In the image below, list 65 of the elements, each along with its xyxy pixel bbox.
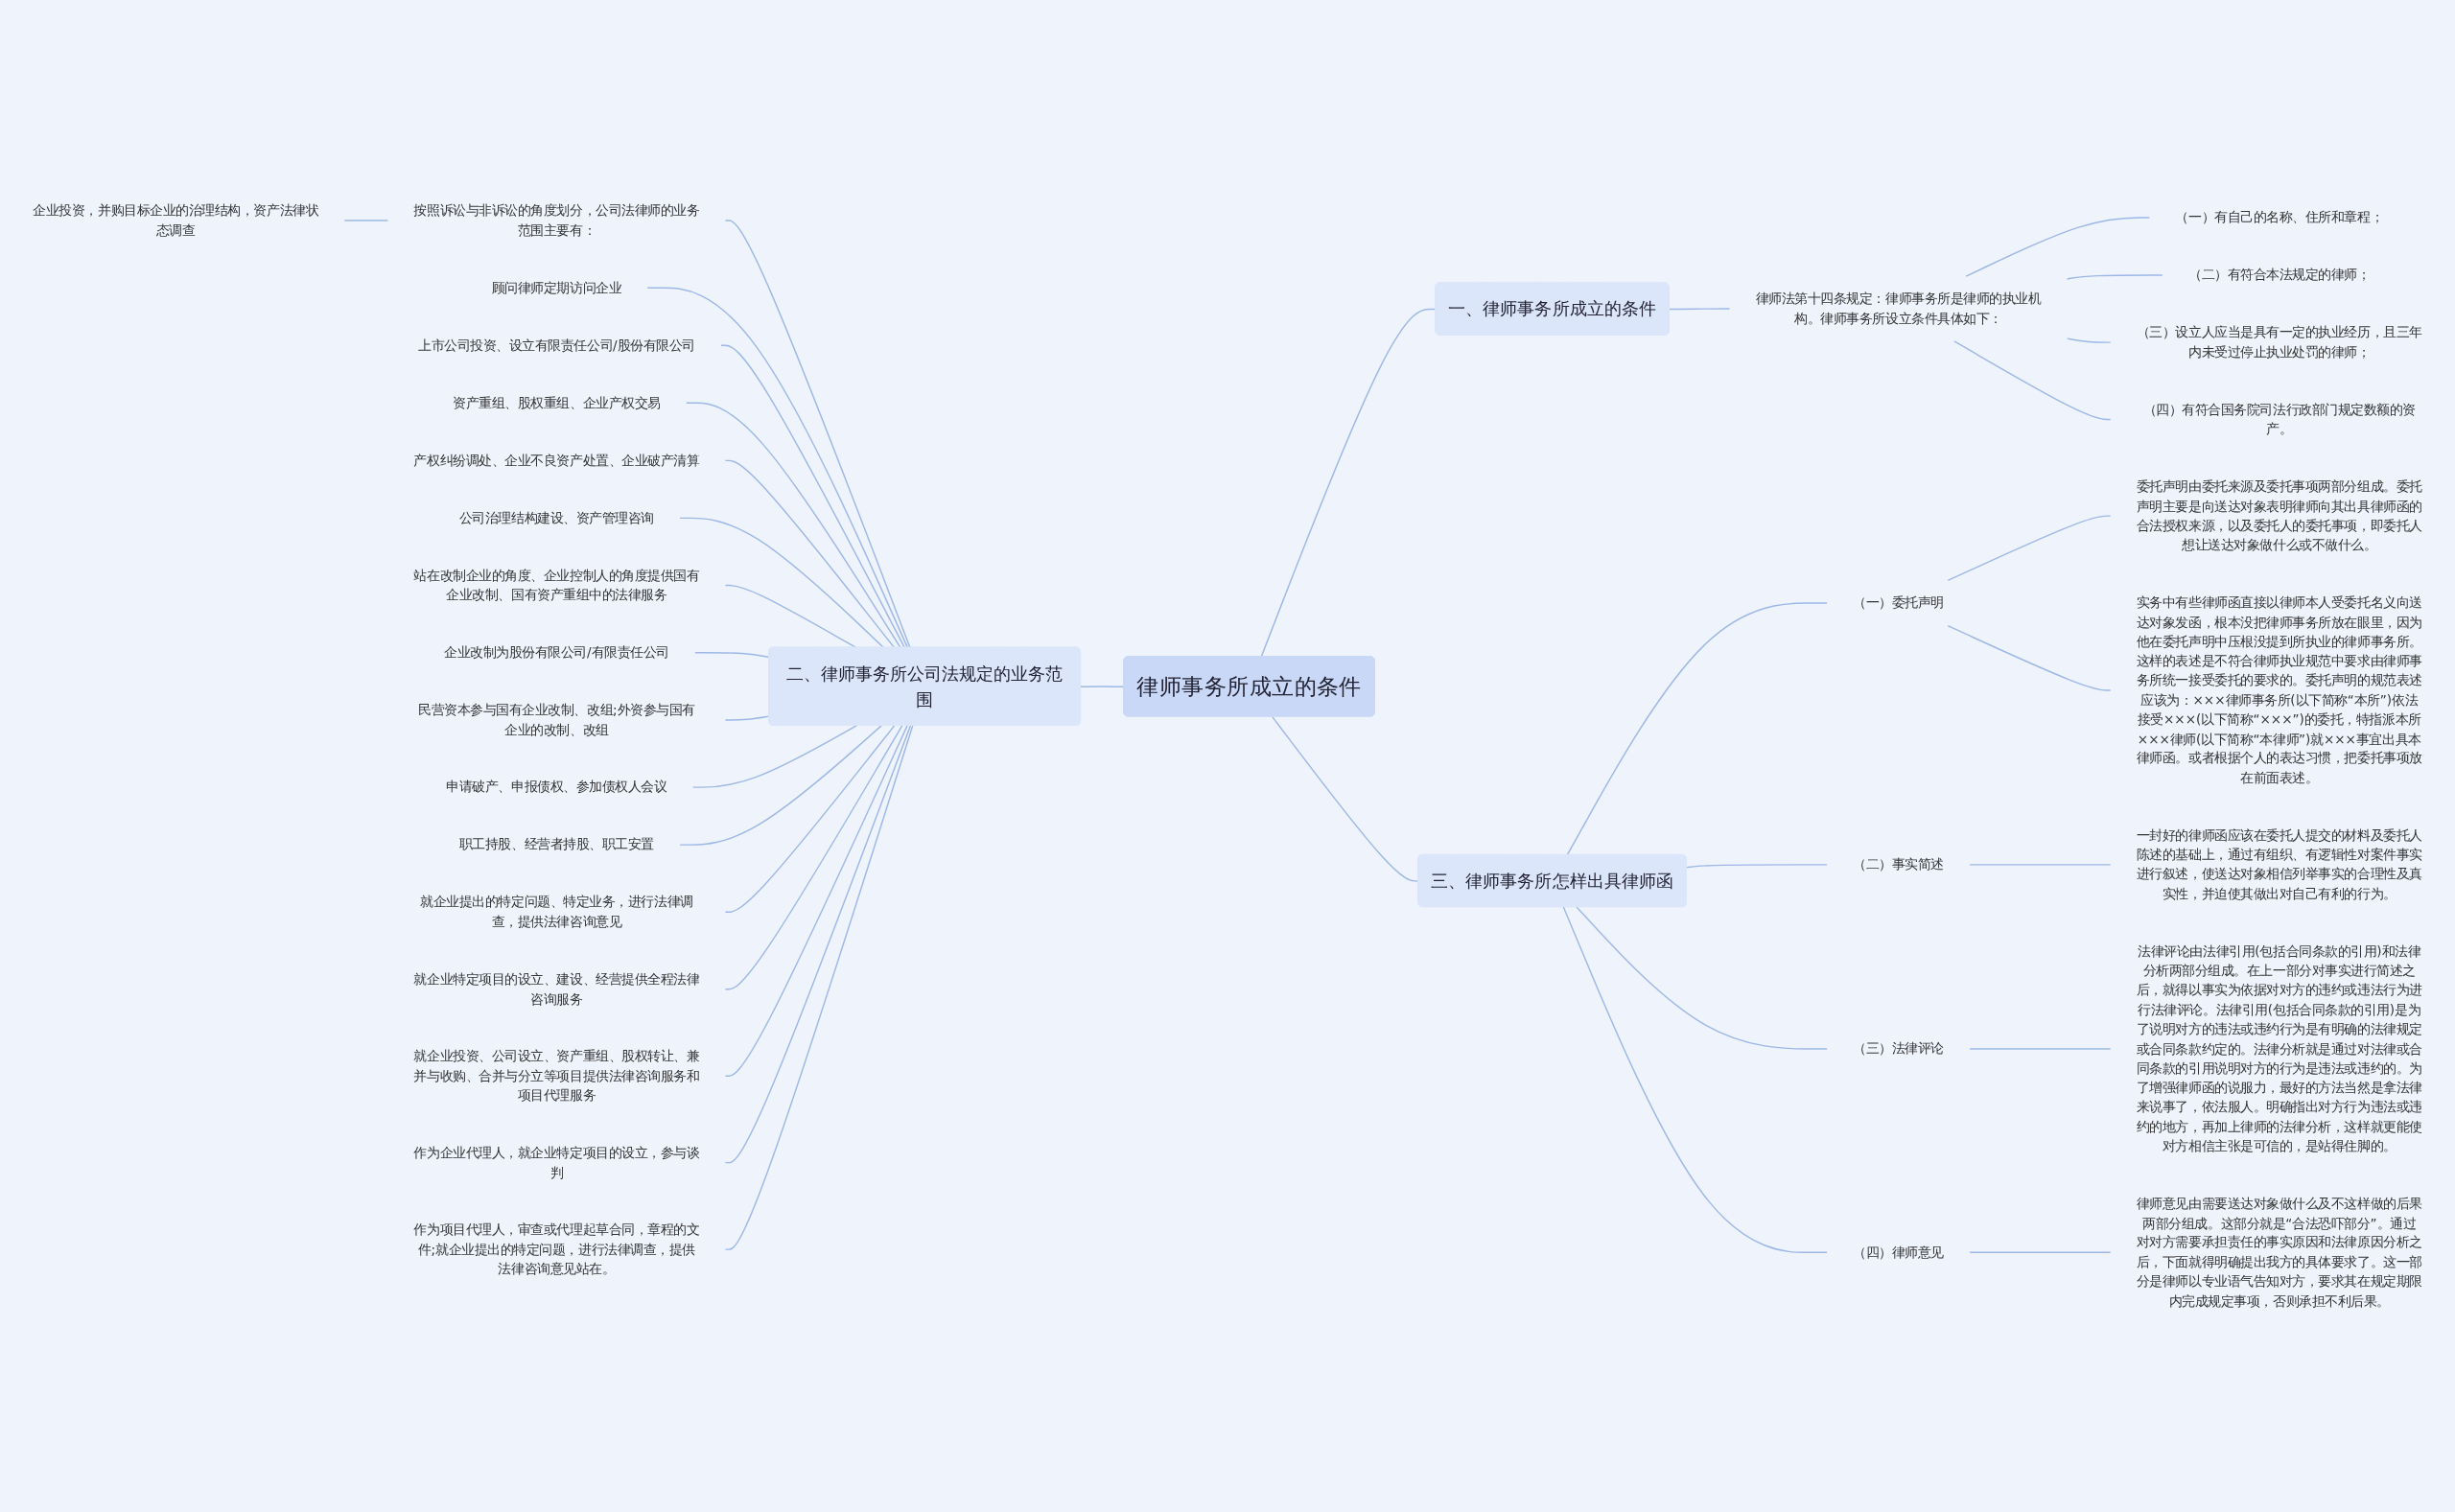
- connector: [686, 402, 901, 649]
- node-text: 委托声明由委托来源及委托事项两部分组成。委托声明主要是向送达对象表明律师向其出具律师函的合法授权来源，以及委托人的委托事项，即委托人想让送达对象做什么或不做什么。: [2136, 478, 2422, 553]
- connector: [1260, 308, 1437, 658]
- connector: [724, 584, 857, 649]
- node-text: 顾问律师定期访问企业: [491, 279, 622, 296]
- node-text: 律师意见由需要送达对象做什么及不这样做的后果两部分组成。这部分就是“合法恐吓部分”。通过对对方需要承担责任的事实原因和法律原因分析之后，下面就得明确提出我方的具体要求了。这一部分是律师以专业语气告知对方，要求其在规定期限内完成规定事项，否则承担不利后果。: [2136, 1196, 2422, 1309]
- node-text: 就企业投资、公司设立、资产重组、股权转让、兼并与收购、合并与分立等项目提供法律咨询服务和项目代理服务: [413, 1048, 700, 1104]
- connector: [1947, 625, 2112, 691]
- connector: [694, 652, 770, 659]
- node-text: （三）设立人应当是具有一定的执业经历，且三年内未受过停止执业处罚的律师；: [2136, 324, 2422, 361]
- connector: [724, 725, 908, 1077]
- connector: [724, 725, 896, 914]
- connector: [691, 725, 857, 788]
- connector: [1562, 906, 1828, 1253]
- node-text: 产权纠纷调处、企业不良资产处置、企业破产清算: [413, 453, 700, 469]
- connector: [1965, 217, 2151, 277]
- connector: [1953, 340, 2112, 421]
- connector: [1271, 715, 1419, 882]
- connector: [679, 725, 882, 846]
- node-text: 实务中有些律师函直接以律师本人受委托名义向送达对象发函，根本没把律师事务所放在眼里，因为他在委托声明中压根没提到所执业的律师事务所。这样的表述是不符合律师执业规范中要求由律师事务所统一接受委托的要求的。委托声明的规范表述应该为：×××律师事务所(以下简称“本所”)依法接受×××(以下简称“×××”)的委托，特指派本所×××律师(以下简称“本律师”)就×××事宜出具本律师函。或者根据个人的表达习惯，把委托事项放在前面表述。: [2136, 594, 2422, 786]
- node-text: 职工持股、经营者持股、职工安置: [458, 836, 654, 853]
- node-text: 就企业特定项目的设立、建设、经营提供全程法律咨询服务: [413, 971, 700, 1007]
- connector: [1969, 864, 2112, 866]
- connector: [724, 459, 896, 649]
- node-text: 按照诉讼与非诉讼的角度划分，公司法律师的业务范围主要有：: [413, 202, 700, 239]
- node-text: 企业改制为股份有限公司/有限责任公司: [444, 644, 669, 661]
- node-text: 上市公司投资、设立有限责任公司/股份有限公司: [417, 337, 695, 354]
- node-text: 民营资本参与国有企业改制、改组;外资参与国有企业的改制、改组: [417, 702, 695, 737]
- connector: [724, 725, 914, 1250]
- connector: [720, 344, 906, 649]
- node-text: 站在改制企业的角度、企业控制人的角度提供国有企业改制、国有资产重组中的法律服务: [413, 568, 700, 603]
- node-text: （三）法律评论: [1853, 1040, 1944, 1057]
- node-text: （一）有自己的名称、住所和章程；: [2175, 209, 2384, 225]
- connector: [724, 715, 770, 721]
- connector: [1080, 686, 1125, 687]
- node-text: 作为企业代理人，就企业特定项目的设立，参与谈判: [413, 1145, 700, 1180]
- connector: [1669, 308, 1731, 311]
- node-text: 法律评论由法律引用(包括合同条款的引用)和法律分析两部分组成。在上一部分对事实进行简述之后，就得以事实为依据对对方的违约或违法行为进行法律评论。法律引用(包括合同条款的引用)是为了说明对方的违法或违约行为是有明确的法律规定或合同条款约定的。法律分析就是通过对法律或合同条款的引用说明对方的行为是违法或违约的。为了增强律师函的说服力，最好的方法当然是拿法律来说事了，依法服人。明确指出对方行为违法或违约的地方，再加上律师的法律分析，这样就更能使对方相信主张是可信的，是站得住脚的。: [2136, 943, 2422, 1154]
- connector: [1969, 1048, 2112, 1050]
- node-text: 企业投资，并购目标企业的治理结构，资产法律状态调查: [33, 202, 319, 239]
- connector: [724, 220, 911, 649]
- node-text: 律师法第十四条规定：律师事务所是律师的执业机构。律师事务所设立条件具体如下：: [1755, 291, 2042, 327]
- connector: [1566, 602, 1828, 856]
- node-text: 作为项目代理人，审查或代理起草合同，章程的文件;就企业提出的特定问题，进行法律调查，提供法律咨询意见站在。: [413, 1221, 700, 1277]
- node-text: （二）事实简述: [1853, 856, 1944, 872]
- connector: [724, 725, 912, 1164]
- node-text: 资产重组、股权重组、企业产权交易: [453, 394, 661, 411]
- connector: [679, 517, 885, 649]
- connector: [1686, 864, 1828, 869]
- node-text: 公司治理结构建设、资产管理咨询: [458, 510, 654, 526]
- connector: [724, 725, 903, 990]
- node-text: 一封好的律师函应该在委托人提交的材料及委托人陈述的基础上，通过有组织、有逻辑性对案件事实进行叙述，使送达对象相信列举事实的合理性及真实性，并迫使其做出对自己有利的行为。: [2136, 827, 2422, 902]
- connector: [1969, 1251, 2112, 1253]
- connector: [1576, 906, 1828, 1050]
- connector: [1947, 515, 2112, 582]
- node-text: （四）律师意见: [1853, 1244, 1944, 1261]
- connector: [2066, 337, 2112, 343]
- node-text: 就企业提出的特定问题、特定业务，进行法律调查，提供法律咨询意见: [420, 894, 693, 930]
- node-text: （一）委托声明: [1853, 594, 1944, 611]
- connector: [343, 220, 389, 221]
- node-text: （二）有符合本法规定的律师；: [2187, 267, 2371, 283]
- node-text: （四）有符合国务院司法行政部门规定数额的资产。: [2142, 401, 2416, 437]
- connector: [646, 287, 909, 649]
- connector: [2066, 274, 2163, 280]
- node-text: 申请破产、申报债权、参加债权人会议: [446, 779, 667, 796]
